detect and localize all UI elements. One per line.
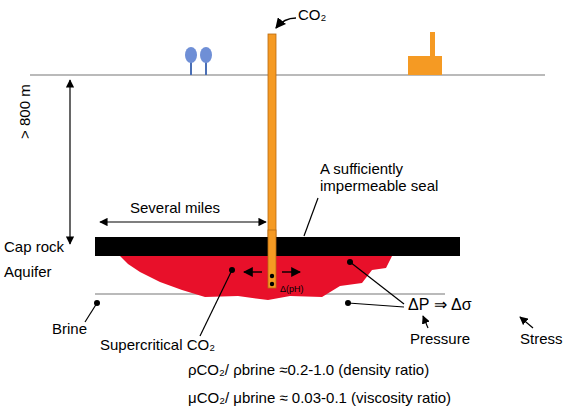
injection-well <box>268 34 276 288</box>
depth-arrow <box>69 80 70 244</box>
fluid-label: Supercritical CO₂ <box>100 336 215 353</box>
effect-label: Pressure <box>410 330 470 347</box>
leader-line <box>348 303 404 307</box>
layer-label: Aquifer <box>4 263 52 280</box>
ph-label: Δ(pH) <box>280 284 304 294</box>
cap-rock-layer <box>95 237 460 256</box>
depth-label: > 800 m <box>15 85 32 140</box>
ratio-label: ρCO₂/ ρbrine ≈0.2-1.0 (density ratio) <box>188 361 429 378</box>
factory <box>408 32 442 75</box>
injection-well-lower <box>268 230 276 288</box>
spread-arrow <box>282 271 300 272</box>
width-label: Several miles <box>130 199 220 216</box>
spread-arrow <box>244 271 262 272</box>
width-arrow <box>100 221 266 222</box>
seal-label: A sufficiently impermeable seal <box>320 160 460 195</box>
inlet-label: CO₂ <box>298 6 326 23</box>
effect-label: Stress <box>520 330 563 347</box>
leader-line <box>85 303 97 322</box>
effect-label: ΔP ⇒ Δσ <box>408 296 472 314</box>
trees <box>185 47 212 75</box>
ground-line <box>30 74 545 75</box>
layer-label: Cap rock <box>4 238 64 255</box>
pointer-arrow <box>520 317 533 328</box>
ratio-label: μCO₂/ μbrine ≈ 0.03-0.1 (viscosity ratio… <box>188 389 451 406</box>
inlet-arrow <box>276 18 296 28</box>
leader-line <box>200 270 232 336</box>
leader-line <box>350 262 404 304</box>
leader-line <box>304 198 318 236</box>
pointer-arrow <box>423 316 428 328</box>
fluid-label: Brine <box>52 320 87 337</box>
